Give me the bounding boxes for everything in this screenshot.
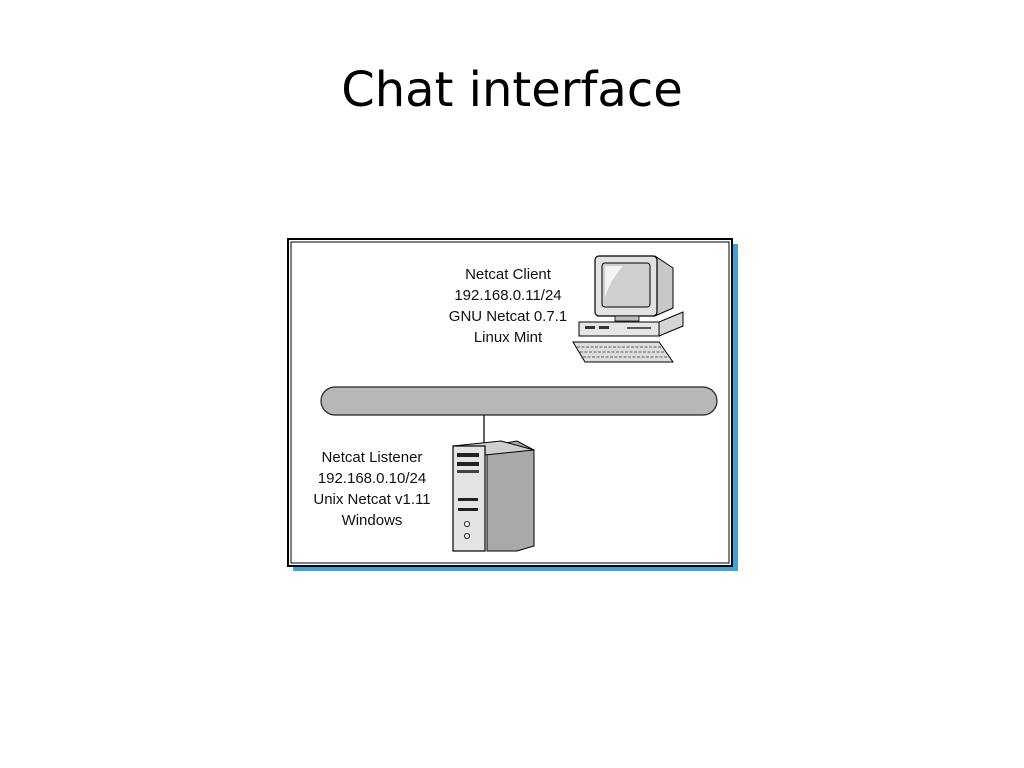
client-software: GNU Netcat 0.7.1 xyxy=(448,308,568,325)
listener-label-block: Netcat Listener 192.168.0.10/24 Unix Net… xyxy=(299,447,445,531)
network-diagram: Netcat Client 192.168.0.11/24 GNU Netcat… xyxy=(287,238,740,573)
client-name: Netcat Client xyxy=(465,266,551,283)
client-os: Linux Mint xyxy=(473,329,543,346)
listener-ip: 192.168.0.10/24 xyxy=(317,470,427,487)
slide-title: Chat interface xyxy=(341,62,683,118)
network-diagram-canvas xyxy=(287,238,738,571)
server-tower-icon xyxy=(452,440,535,552)
listener-name: Netcat Listener xyxy=(321,449,423,466)
diagram-frame-inner xyxy=(290,241,730,564)
listener-os: Windows xyxy=(341,512,403,529)
client-ip: 192.168.0.11/24 xyxy=(454,287,562,304)
listener-software: Unix Netcat v1.11 xyxy=(313,491,431,508)
network-bus xyxy=(320,386,718,416)
desktop-computer-icon xyxy=(572,255,684,363)
client-label-block: Netcat Client 192.168.0.11/24 GNU Netcat… xyxy=(433,264,583,348)
